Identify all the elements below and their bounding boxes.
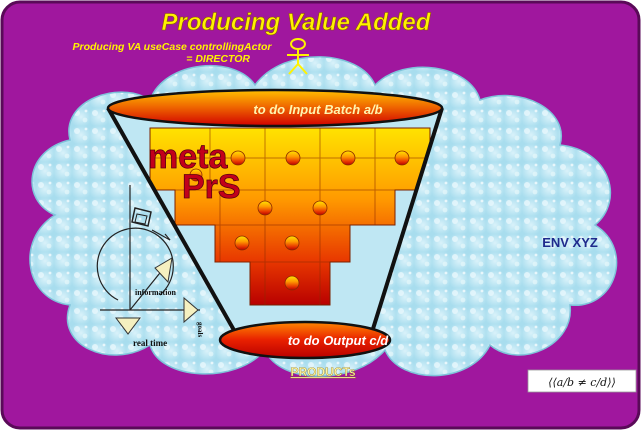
subtitle-line2: = DIRECTOR bbox=[186, 53, 250, 65]
formula-text: ⟨⟨a/b ≠ c/d⟩⟩ bbox=[548, 376, 616, 389]
actor-icon bbox=[287, 38, 309, 75]
funnel-left-edge bbox=[106, 107, 237, 333]
meta-word: meta bbox=[148, 138, 228, 176]
output-label: to do Output c/d bbox=[288, 333, 389, 348]
goals-label: goals bbox=[196, 322, 204, 337]
real-time-label: real time bbox=[133, 338, 167, 348]
prs-word: PrS bbox=[182, 168, 241, 206]
information-label: information bbox=[135, 288, 176, 297]
axes-arrowheads bbox=[115, 257, 199, 335]
funnel-right-edge bbox=[370, 107, 444, 333]
formula-box bbox=[527, 369, 637, 393]
page-title: Producing Value Added bbox=[162, 9, 432, 36]
products-label: PRODUCTs bbox=[290, 365, 355, 379]
input-batch-label: to do Input Batch a/b bbox=[253, 102, 382, 117]
output-ellipse bbox=[218, 320, 392, 360]
env-label: ENV XYZ bbox=[542, 235, 598, 250]
input-batch-ellipse bbox=[106, 88, 444, 128]
subtitle-line1: Producing VA useCase controllingActor bbox=[73, 41, 273, 53]
